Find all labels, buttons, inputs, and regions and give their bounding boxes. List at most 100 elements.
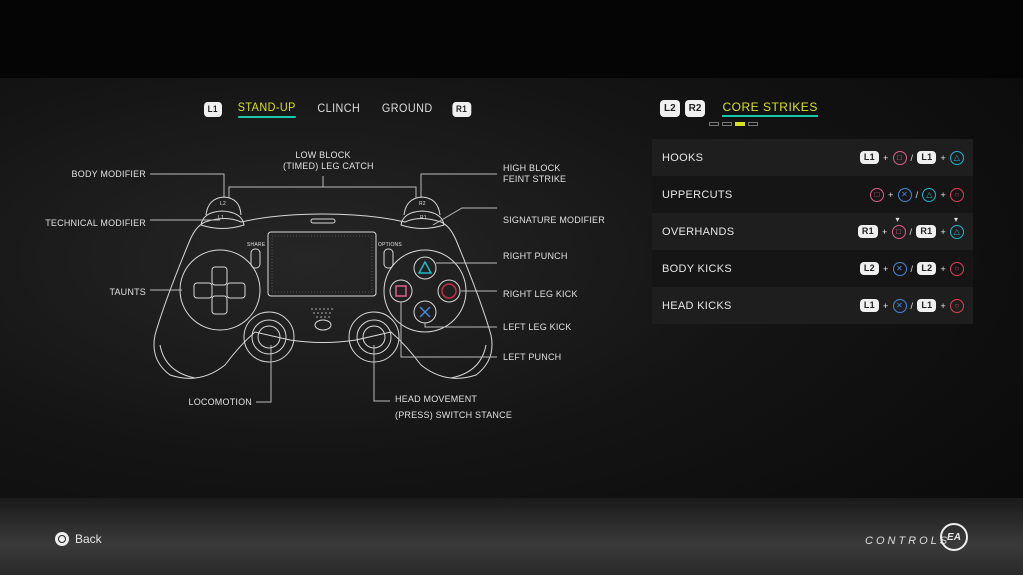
r1-next-tab-key[interactable]: R1 [452, 101, 471, 117]
label-right-punch: RIGHT PUNCH [503, 251, 568, 261]
touchpad-texture [271, 235, 373, 293]
label-head-movement-line1: HEAD MOVEMENT [395, 394, 478, 404]
cross-button-icon: ✕ [897, 187, 912, 202]
combo-separator: / [909, 226, 913, 237]
ea-sports-logo: EA [940, 523, 968, 551]
combo-separator: + [940, 189, 946, 200]
label-technical-modifier: TECHNICAL MODIFIER [45, 218, 146, 228]
key-badge: L1 [917, 151, 937, 164]
label-low-block: LOW BLOCK (TIMED) LEG CATCH [283, 150, 374, 172]
label-head-movement-line2: (PRESS) SWITCH STANCE [395, 410, 513, 420]
key-badge: R1 [916, 225, 937, 238]
ps-button [314, 319, 332, 331]
callout-lines [150, 173, 497, 403]
label-left-leg-kick: LEFT LEG KICK [503, 322, 572, 332]
page-dot [748, 122, 758, 126]
combo-separator: / [910, 152, 914, 163]
circle-button-icon: ○ [950, 187, 964, 202]
key-badge: R1 [857, 225, 878, 238]
button-combo: L1+✕/L1+○ [859, 298, 964, 313]
combo-separator: + [888, 189, 894, 200]
label-low-block-line1: LOW BLOCK [295, 150, 351, 160]
triangle-button-icon [413, 256, 437, 280]
tab-clinch[interactable]: CLINCH [317, 101, 361, 115]
label-l2: L2 [220, 201, 226, 207]
key-badge: L2 [917, 262, 937, 275]
cross-button-icon: ✕ [892, 261, 907, 276]
combo-separator: + [881, 226, 888, 237]
move-label: UPPERCUTS [662, 188, 733, 201]
label-l1: L1 [218, 215, 224, 221]
dpad-icon [193, 266, 246, 315]
dpad-area [179, 249, 261, 331]
tab-ground[interactable]: GROUND [381, 101, 433, 115]
circle-button-icon: ○ [950, 298, 964, 313]
page-dot [735, 122, 745, 126]
cross-button-icon [413, 300, 437, 324]
square-button-icon: □ [870, 187, 885, 202]
panel-header: L2 R2 CORE STRIKES [660, 100, 818, 117]
key-badge: L1 [917, 299, 937, 312]
page-dot [722, 122, 732, 126]
page-indicator [709, 122, 758, 126]
top-band [0, 0, 1023, 78]
label-signature-modifier: SIGNATURE MODIFIER [503, 215, 605, 225]
triangle-button-icon: △ [922, 187, 937, 202]
r2-next-page-key[interactable]: R2 [684, 100, 706, 117]
move-label: HOOKS [662, 151, 704, 164]
page-dot [709, 122, 719, 126]
square-button-icon: □ [891, 216, 906, 239]
triangle-button-icon: △ [950, 216, 964, 239]
label-right-leg-kick: RIGHT LEG KICK [503, 289, 578, 299]
speaker-grille [311, 308, 335, 318]
label-r2: R2 [419, 201, 426, 207]
circle-button-icon [55, 532, 69, 546]
label-high-block-line2: FEINT STRIKE [503, 174, 567, 184]
label-high-block: HIGH BLOCK FEINT STRIKE [503, 163, 566, 185]
label-taunts: TAUNTS [109, 287, 146, 297]
tab-stand-up[interactable]: STAND-UP [237, 100, 296, 118]
button-combo: R1+□/R1+△ [857, 216, 964, 239]
combo-separator: + [940, 263, 946, 274]
triangle-button-icon: △ [950, 150, 964, 165]
combo-separator: + [940, 152, 946, 163]
label-body-modifier: BODY MODIFIER [71, 169, 146, 179]
l2-prev-page-key[interactable]: L2 [660, 100, 680, 117]
move-label: BODY KICKS [662, 262, 733, 275]
key-badge: L1 [859, 299, 879, 312]
combo-separator: / [910, 263, 914, 274]
panel-title: CORE STRIKES [722, 100, 818, 117]
label-left-punch: LEFT PUNCH [503, 352, 562, 362]
combo-separator: / [910, 300, 914, 311]
label-high-block-line1: HIGH BLOCK [503, 163, 561, 173]
combo-separator: + [882, 300, 889, 311]
bottom-band [0, 498, 1023, 575]
list-item[interactable]: UPPERCUTS□+✕/△+○ [652, 176, 973, 213]
l1-bumper [200, 210, 245, 229]
combo-separator: + [940, 226, 946, 237]
back-button[interactable]: Back [55, 532, 102, 546]
circle-button-icon [437, 279, 461, 303]
combo-separator: + [940, 300, 946, 311]
screen-title: CONTROLS [865, 535, 951, 547]
label-r1: R1 [420, 215, 427, 221]
label-locomotion: LOCOMOTION [188, 397, 252, 407]
combo-separator: / [915, 189, 919, 200]
key-badge: L1 [859, 151, 879, 164]
r1-bumper [400, 210, 445, 229]
cross-button-icon: ✕ [892, 298, 907, 313]
button-combo: □+✕/△+○ [870, 187, 964, 202]
l1-prev-tab-key[interactable]: L1 [204, 101, 222, 117]
label-head-movement: HEAD MOVEMENT (PRESS) SWITCH STANCE [395, 391, 512, 423]
square-button-icon: □ [892, 150, 907, 165]
button-combo: L1+□/L1+△ [859, 150, 964, 165]
key-badge: L2 [859, 262, 879, 275]
move-label: HEAD KICKS [662, 299, 732, 312]
touchpad [267, 231, 377, 297]
